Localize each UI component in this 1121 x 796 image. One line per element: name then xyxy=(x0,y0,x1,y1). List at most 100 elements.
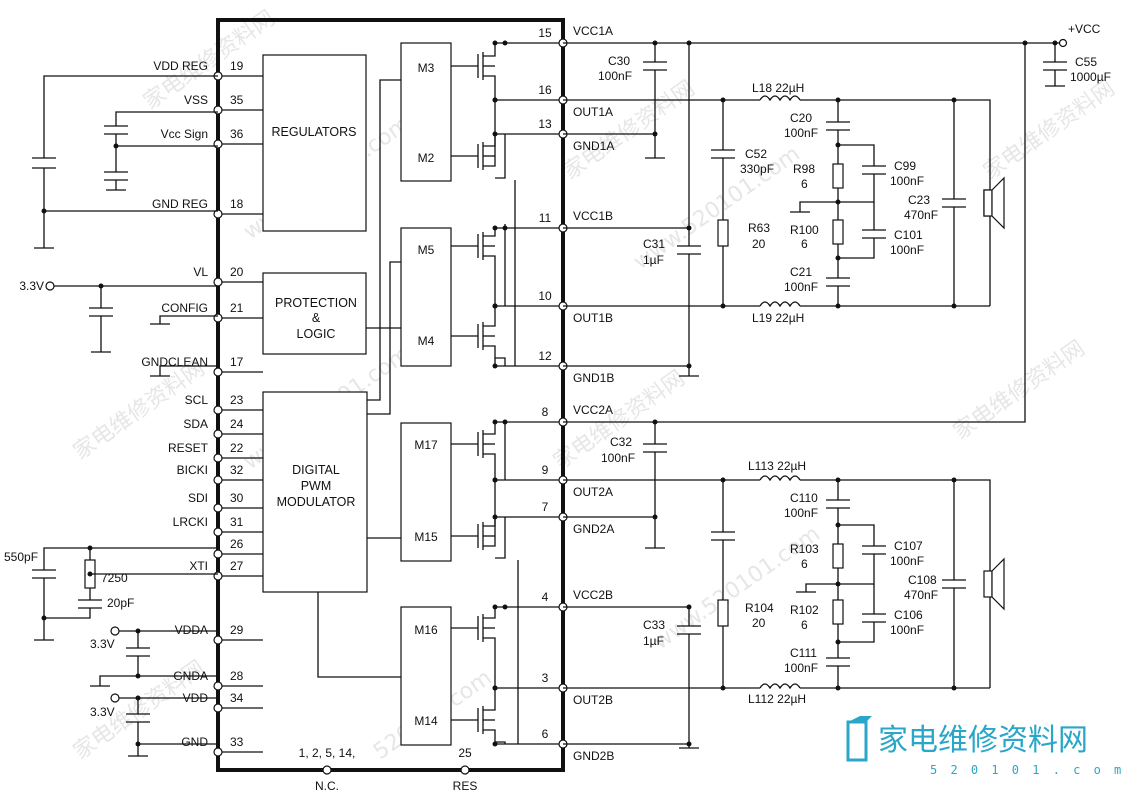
left-pin-node xyxy=(213,453,223,463)
c30-label: C30 xyxy=(608,54,630,68)
left-pin-node xyxy=(213,571,223,581)
mosfet-transistor xyxy=(451,477,506,559)
r98-value: 6 xyxy=(801,177,808,191)
l112-label: L112 22µH xyxy=(748,692,806,706)
c52-label: C52 xyxy=(745,147,767,161)
m15-label: M15 xyxy=(414,530,438,544)
left-pin-number: 30 xyxy=(230,491,244,505)
left-pin-number: 28 xyxy=(230,669,244,683)
c32-value: 100nF xyxy=(601,451,635,465)
r63-value: 20 xyxy=(752,237,766,251)
right-pin-name: VCC1B xyxy=(573,209,613,223)
right-pin-number: 15 xyxy=(538,26,552,40)
left-pin-name: VL xyxy=(193,265,208,279)
left-pin-name: VDD REG xyxy=(153,59,208,73)
mosfet-driver-m3-m2 xyxy=(400,42,452,182)
right-pin-number: 11 xyxy=(539,211,552,225)
left-pin-number: 34 xyxy=(230,691,244,705)
left-pin-number: 32 xyxy=(230,463,244,477)
r104-label: R104 xyxy=(745,601,774,615)
modulator-label: MODULATOR xyxy=(277,495,356,509)
right-pin-name: VCC1A xyxy=(573,24,613,38)
left-pin-node xyxy=(213,475,223,485)
c106-label: C106 xyxy=(894,608,923,622)
logo-icon-top xyxy=(848,716,872,722)
right-external-circuit: +VCC C55 1000µF C30 100nF C xyxy=(563,22,1111,749)
left-pin-node xyxy=(213,313,223,323)
r98-label: R98 xyxy=(793,162,815,176)
right-pin-name: OUT1A xyxy=(573,105,613,119)
left-pin-node xyxy=(213,139,223,149)
left-pin-name: SDA xyxy=(183,417,208,431)
left-pin-name: CONFIG xyxy=(161,301,208,315)
left-pin-node xyxy=(213,277,223,287)
modulator-label: DIGITAL xyxy=(292,463,340,477)
speaker-2-coil xyxy=(983,570,993,598)
left-pin-name: VSS xyxy=(184,93,208,107)
r63-label: R63 xyxy=(748,221,770,235)
left-pin-node xyxy=(213,405,223,415)
regulators-block xyxy=(262,54,367,232)
logic-label: LOGIC xyxy=(297,327,336,341)
left-pin-number: 23 xyxy=(230,393,244,407)
c107-label: C107 xyxy=(894,539,923,553)
watermark-brand: 家电维修资料网 xyxy=(559,76,700,185)
left-pin-number: 18 xyxy=(230,197,244,211)
c23-label: C23 xyxy=(908,193,930,207)
l18-label: L18 22µH xyxy=(752,81,804,95)
protection-label: PROTECTION xyxy=(275,296,357,310)
c108-label: C108 xyxy=(908,573,937,587)
mosfet-group xyxy=(451,40,519,747)
right-pin-name: GND2B xyxy=(573,749,614,763)
left-external-circuit: 3.3V 550pF 7250 20pF xyxy=(4,75,218,757)
left-pin-node xyxy=(213,209,223,219)
left-pin-number: 17 xyxy=(230,355,244,369)
r103-label: R103 xyxy=(790,542,819,556)
c550-label: 550pF xyxy=(4,550,38,564)
logo-url: 5 2 0 1 0 1 . c o m xyxy=(930,763,1121,777)
c30-value: 100nF xyxy=(598,69,632,83)
mosfet-driver-m5-m4 xyxy=(400,227,452,367)
right-pin-number: 9 xyxy=(542,463,549,477)
nc-pin xyxy=(322,765,332,775)
watermark-brand: 家电维修资料网 xyxy=(979,76,1120,185)
r103-value: 6 xyxy=(801,557,808,571)
c101-value: 100nF xyxy=(890,243,924,257)
c101-label: C101 xyxy=(894,228,923,242)
pwm-modulator-block xyxy=(262,391,368,593)
c21-label: C21 xyxy=(790,265,812,279)
r100-label: R100 xyxy=(790,223,819,237)
c99-label: C99 xyxy=(894,159,916,173)
c110-label: C110 xyxy=(790,491,818,505)
left-pin-name: VDDA xyxy=(175,623,208,637)
right-pin-number: 7 xyxy=(542,500,549,514)
right-pin-name: GND1B xyxy=(573,371,614,385)
left-pin-number: 24 xyxy=(230,417,244,431)
left-pin-name: XTI xyxy=(189,559,208,573)
ic-outline xyxy=(216,18,565,772)
c23-value: 470nF xyxy=(904,208,938,222)
left-pin-number: 31 xyxy=(230,515,244,529)
left-pin-name: SDI xyxy=(188,491,208,505)
speaker-1-coil xyxy=(983,189,993,217)
mosfet-transistor xyxy=(451,97,506,179)
right-pin-number: 4 xyxy=(542,590,549,604)
c31-value: 1µF xyxy=(643,253,664,267)
c106-value: 100nF xyxy=(890,623,924,637)
left-pin-node xyxy=(213,527,223,537)
left-pin-number: 19 xyxy=(230,59,244,73)
left-pin-node xyxy=(213,635,223,645)
mosfet-driver-m16-m14 xyxy=(400,606,452,746)
right-pin-number: 13 xyxy=(538,117,552,131)
mosfet-transistor xyxy=(451,604,508,691)
left-pin-node xyxy=(213,703,223,713)
vdda-supply-label: 3.3V xyxy=(90,637,115,651)
c20-value: 100nF xyxy=(784,126,818,140)
left-pin-number: 29 xyxy=(230,623,244,637)
c20-label: C20 xyxy=(790,111,812,125)
r102-label: R102 xyxy=(790,603,819,617)
left-pin-name: GND xyxy=(181,735,208,749)
right-pin-number: 10 xyxy=(538,289,552,303)
m3-label: M3 xyxy=(418,61,435,75)
